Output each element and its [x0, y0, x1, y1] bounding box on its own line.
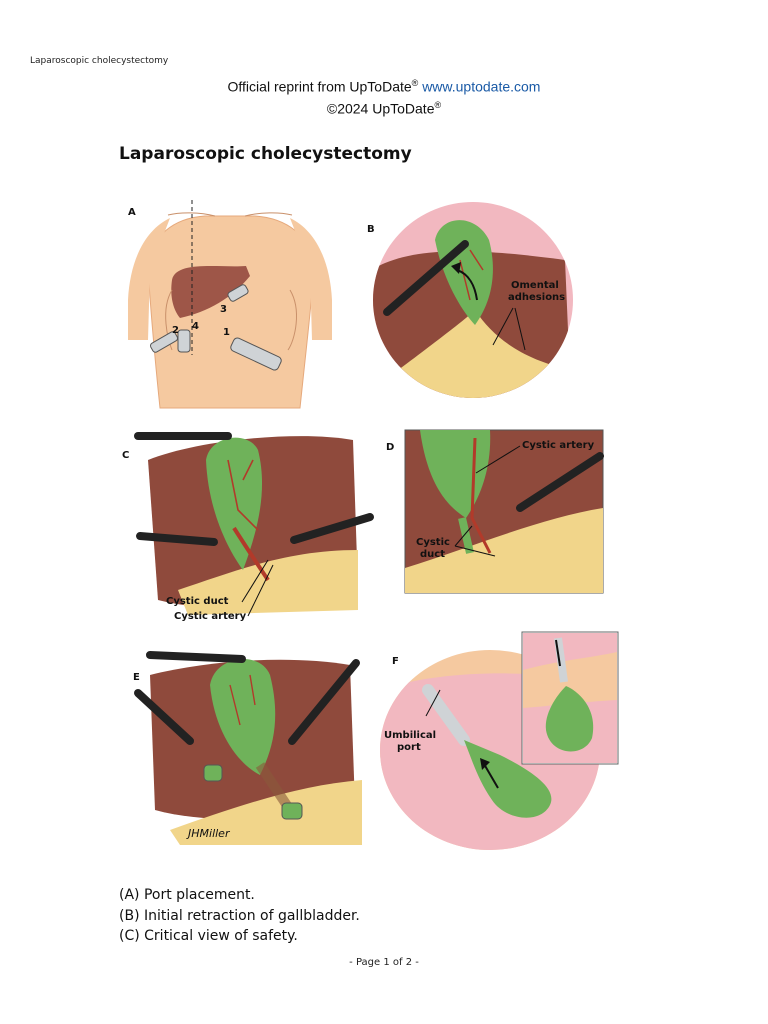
port-label-2: 2	[172, 325, 179, 336]
cystic-artery-label-c: Cystic artery	[174, 611, 247, 622]
panel-a-port-placement: A 1 2 3 4	[120, 190, 340, 410]
panel-e-dissection: E JHMiller	[130, 645, 365, 850]
copyright-registered-mark: ®	[434, 99, 442, 110]
copyright-text: ©2024 UpToDate	[326, 100, 435, 117]
page-number: - Page 1 of 2 -	[349, 957, 419, 968]
port-label-3: 3	[220, 304, 227, 315]
cystic-artery-label-d: Cystic artery	[522, 440, 595, 451]
panel-f-removal: F Umbilical port	[380, 630, 620, 855]
reprint-notice: Official reprint from UpToDate® www.upto…	[0, 74, 768, 117]
panel-b-retraction: B Omental adhesions	[365, 200, 575, 400]
panel-c-critical-view: C Cystic duct Cystic artery	[118, 420, 378, 625]
panel-d-letter: D	[386, 442, 394, 453]
caption-c: (C) Critical view of safety.	[119, 928, 298, 944]
omental-adhesions-label-1: Omental	[511, 280, 559, 291]
panel-d-clipping: D Cystic artery Cystic duct	[380, 428, 605, 598]
umbilical-port-label-1: Umbilical	[384, 730, 436, 741]
registered-mark: ®	[411, 78, 419, 88]
umbilical-port-label-2: port	[397, 742, 421, 753]
reprint-text: Official reprint from UpToDate	[227, 78, 412, 95]
cystic-duct-label-d-1: Cystic	[416, 537, 450, 548]
caption-a: (A) Port placement.	[119, 887, 255, 903]
panel-e-letter: E	[133, 672, 140, 683]
omental-adhesions-label-2: adhesions	[508, 292, 565, 303]
port-label-4: 4	[192, 321, 199, 332]
caption-b: (B) Initial retraction of gallbladder.	[119, 907, 360, 924]
illustrator-signature: JHMiller	[186, 827, 231, 840]
document-title: Laparoscopic cholecystectomy	[119, 144, 412, 164]
cystic-duct-label-c: Cystic duct	[166, 596, 229, 607]
running-header: Laparoscopic cholecystectomy	[30, 56, 169, 66]
panel-a-letter: A	[128, 207, 136, 218]
figure-captions: (A) Port placement. (B) Initial retracti…	[119, 885, 360, 947]
cystic-duct-label-d-2: duct	[420, 549, 445, 560]
panel-b-letter: B	[367, 224, 375, 235]
panel-f-letter: F	[392, 656, 399, 667]
port-label-1: 1	[223, 327, 230, 338]
panel-c-letter: C	[122, 450, 129, 461]
uptodate-link[interactable]: www.uptodate.com	[422, 78, 541, 95]
